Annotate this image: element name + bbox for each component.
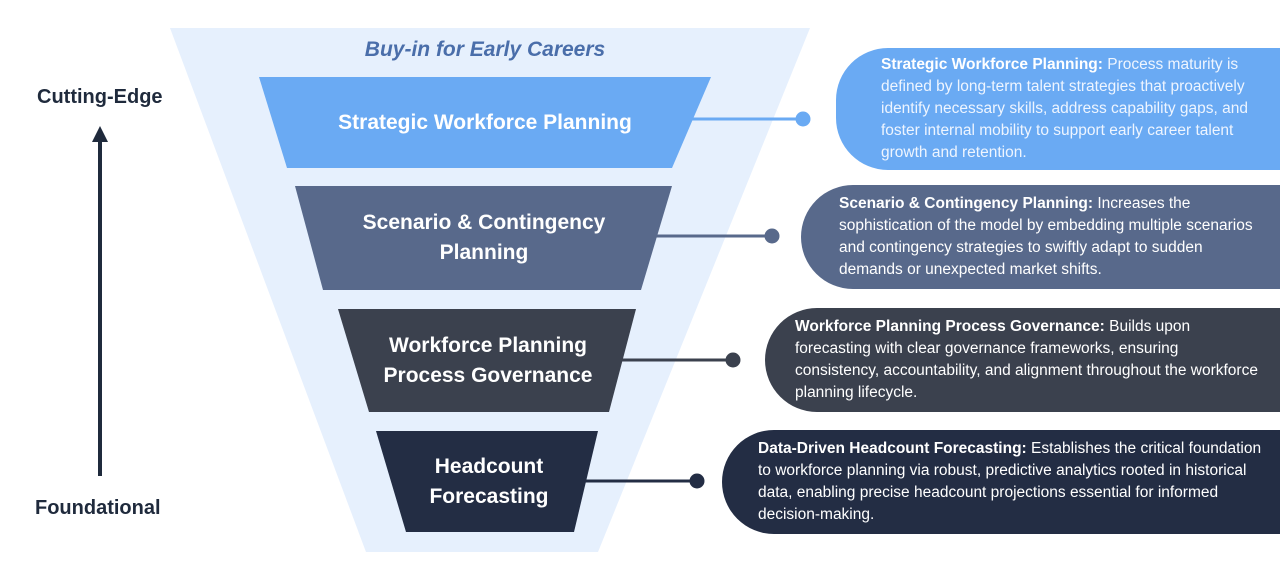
card-term: Workforce Planning Process Governance: (795, 318, 1105, 335)
level-headcount-forecasting (376, 431, 598, 532)
level-label-scenario: Scenario & Contingency Planning (362, 211, 606, 264)
connector-dot-3 (725, 352, 741, 368)
funnel-title: Buy-in for Early Careers (364, 38, 606, 61)
description-card-strategic: Strategic Workforce Planning: Process ma… (836, 48, 1280, 170)
level-scenario-contingency-planning (295, 186, 672, 290)
card-description: Process maturity is defined by long-term… (881, 56, 1249, 161)
level-strategic-workforce-planning (259, 77, 711, 168)
level-label-headcount: Headcount Forecasting (429, 454, 549, 508)
connector-dot-4 (689, 473, 705, 489)
card-text: Strategic Workforce Planning: Process ma… (881, 54, 1266, 164)
axis-bottom-label: Foundational (35, 497, 161, 519)
card-description: Builds upon forecasting with clear gover… (795, 318, 1258, 401)
level-label-strategic: Strategic Workforce Planning (338, 110, 632, 134)
description-card-scenario: Scenario & Contingency Planning: Increas… (801, 185, 1280, 289)
card-description: Establishes the critical foundation to w… (758, 440, 1262, 523)
card-description: Increases the sophistication of the mode… (839, 195, 1253, 278)
description-card-governance: Workforce Planning Process Governance: B… (765, 308, 1280, 412)
connector-dot-1 (795, 111, 811, 127)
level-workforce-planning-process-governance (338, 309, 636, 412)
card-term: Scenario & Contingency Planning: (839, 195, 1094, 212)
description-card-headcount: Data-Driven Headcount Forecasting: Estab… (722, 430, 1280, 534)
card-term: Data-Driven Headcount Forecasting: (758, 440, 1027, 457)
maturity-axis-arrowhead (92, 126, 108, 142)
axis-top-label: Cutting-Edge (37, 86, 163, 108)
level-label-governance: Workforce Planning Process Governance (383, 333, 593, 387)
card-text: Scenario & Contingency Planning: Increas… (839, 193, 1266, 281)
card-term: Strategic Workforce Planning: (881, 56, 1103, 73)
card-text: Workforce Planning Process Governance: B… (795, 316, 1266, 404)
connector-dot-2 (764, 228, 780, 244)
card-text: Data-Driven Headcount Forecasting: Estab… (758, 438, 1266, 526)
